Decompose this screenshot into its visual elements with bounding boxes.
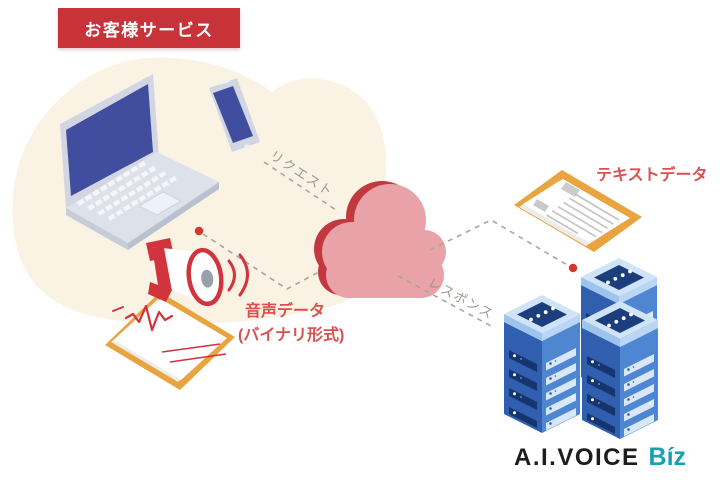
endpoint-dot-customer: [194, 226, 204, 236]
server-tower: [582, 301, 658, 439]
server-cluster-icon: [504, 258, 658, 439]
smartphone-icon: [209, 78, 260, 152]
sound-wave-icon: [227, 259, 236, 292]
voice-data-label: 音声データ (バイナリ形式): [238, 300, 344, 348]
sound-wave-icon: [238, 253, 249, 297]
request-to-server-line: [429, 219, 570, 267]
customer-service-banner: お客様サービス: [58, 8, 240, 48]
endpoint-dot-server: [568, 263, 578, 273]
brand-logo-suffix: Bíz: [648, 443, 687, 471]
voice-data-title: 音声データ: [245, 303, 326, 320]
response-to-customer-line: [202, 233, 331, 290]
response-line: [397, 275, 494, 328]
brand-logo: A.I.VOICE Bíz: [514, 443, 686, 472]
cloud-icon: [314, 181, 446, 298]
laptop-icon: [60, 74, 219, 250]
text-document-icon: [514, 170, 642, 252]
server-tower: [504, 295, 580, 433]
brand-logo-name: A.I.VOICE: [514, 444, 640, 471]
text-data-label: テキストデータ: [596, 167, 708, 184]
megaphone-icon: [146, 238, 249, 307]
waveform-clipboard-icon: [105, 292, 235, 390]
request-line: [263, 161, 337, 211]
voice-data-format: (バイナリ形式): [238, 327, 345, 344]
